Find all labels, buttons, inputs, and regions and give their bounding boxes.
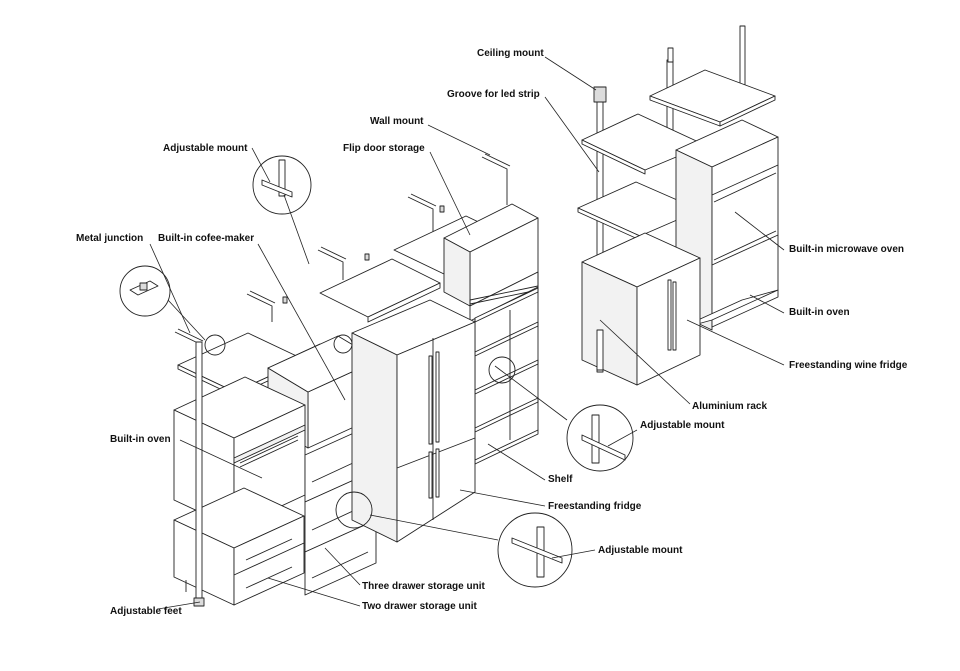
label-built-in-microwave-oven: Built-in microwave oven bbox=[789, 244, 904, 255]
callout-labels: Ceiling mount Groove for led strip Wall … bbox=[76, 48, 908, 617]
label-aluminium-rack: Aluminium rack bbox=[692, 401, 767, 412]
label-freestanding-fridge: Freestanding fridge bbox=[548, 501, 642, 512]
detail-circle-adjustable-mount-mid bbox=[488, 356, 634, 472]
label-wall-mount: Wall mount bbox=[370, 116, 424, 127]
label-ceiling-mount: Ceiling mount bbox=[477, 48, 544, 59]
detail-circle-adjustable-mount-top bbox=[252, 155, 312, 265]
detail-circle-adjustable-mount-bottom bbox=[369, 512, 573, 588]
label-adjustable-feet: Adjustable feet bbox=[110, 606, 182, 617]
label-two-drawer-storage-unit: Two drawer storage unit bbox=[362, 601, 477, 612]
label-groove-led-strip: Groove for led strip bbox=[447, 89, 540, 100]
label-built-in-oven-left: Built-in oven bbox=[110, 434, 171, 445]
label-built-in-oven-right: Built-in oven bbox=[789, 307, 850, 318]
open-shelves bbox=[469, 271, 539, 465]
leader-lines bbox=[149, 56, 785, 610]
right-assembly bbox=[369, 25, 779, 588]
label-adjustable-mount-bottom: Adjustable mount bbox=[598, 545, 683, 556]
detail-circle-metal-junction bbox=[119, 265, 206, 341]
label-adjustable-mount-top: Adjustable mount bbox=[163, 143, 248, 154]
left-assembly bbox=[119, 153, 539, 607]
label-metal-junction: Metal junction bbox=[76, 233, 143, 244]
label-adjustable-mount-mid: Adjustable mount bbox=[640, 420, 725, 431]
label-freestanding-wine-fridge: Freestanding wine fridge bbox=[789, 360, 908, 371]
label-built-in-coffee-maker: Built-in cofee-maker bbox=[158, 233, 254, 244]
detail-circle-small bbox=[204, 334, 373, 529]
wall-brackets bbox=[174, 153, 511, 362]
label-shelf: Shelf bbox=[548, 474, 573, 485]
freestanding-fridge bbox=[351, 299, 476, 543]
label-flip-door-storage: Flip door storage bbox=[343, 143, 425, 154]
two-drawer-unit bbox=[173, 487, 305, 606]
label-three-drawer-storage-unit: Three drawer storage unit bbox=[362, 581, 485, 592]
